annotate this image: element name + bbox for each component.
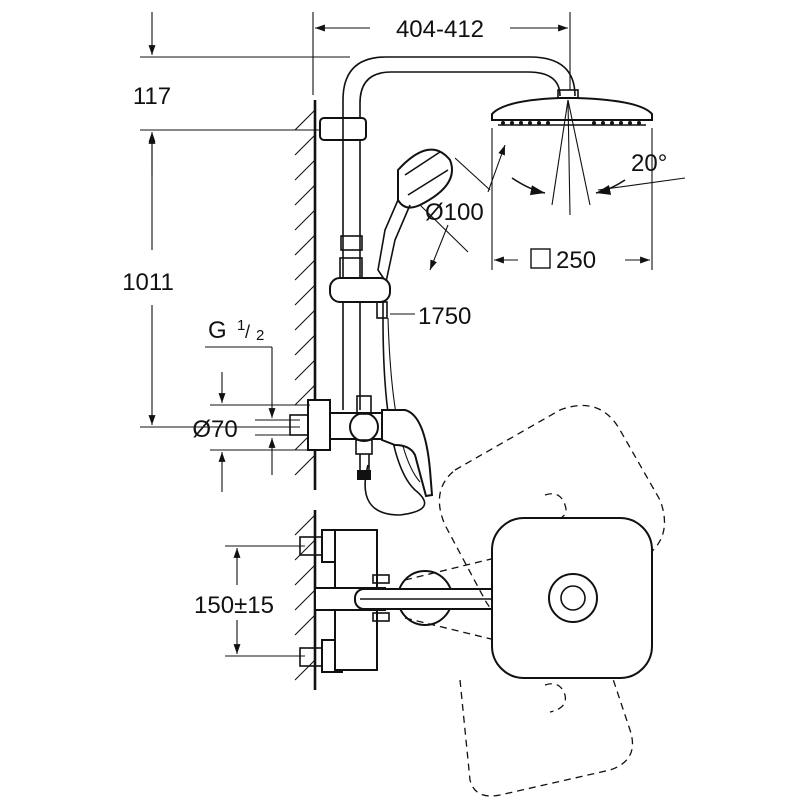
label-hose-length: 1750 [418, 303, 471, 330]
label-thread-num: 1 [237, 317, 245, 334]
label-thread-den: 2 [256, 327, 264, 344]
dimension-inlet-spacing: 150±15 [194, 545, 305, 657]
hand-shower [364, 148, 453, 516]
dimension-head-size: 250 [491, 128, 653, 274]
label-thread-g: G [208, 317, 227, 344]
label-top-offset: 117 [133, 83, 171, 110]
label-handshower: Ø100 [425, 199, 484, 226]
dimension-spray-angle: 20° [597, 150, 686, 191]
dimension-hose-length: 1750 [390, 303, 471, 330]
label-flange: Ø70 [192, 416, 237, 443]
label-spray-angle: 20° [631, 150, 667, 177]
hand-shower-holder [329, 257, 391, 319]
svg-text:/: / [245, 322, 250, 342]
label-height: 1011 [122, 269, 174, 296]
label-top-width: 404-412 [396, 16, 484, 43]
dimension-flange: Ø70 [192, 372, 310, 492]
dimension-height: 1011 [122, 134, 300, 428]
label-inlet-spacing: 150±15 [194, 592, 274, 619]
dimension-handshower: Ø100 [419, 144, 506, 271]
dimension-thread: G 1 / 2 [205, 317, 300, 475]
overhead-shower-head [491, 89, 653, 216]
mixer-side-view [289, 395, 434, 498]
dimension-top-offset: 117 [133, 12, 350, 175]
square-symbol [530, 248, 551, 269]
label-head-size: 250 [556, 247, 596, 274]
dimension-top-width: 404-412 [312, 12, 571, 95]
overhead-top-view [404, 404, 666, 797]
